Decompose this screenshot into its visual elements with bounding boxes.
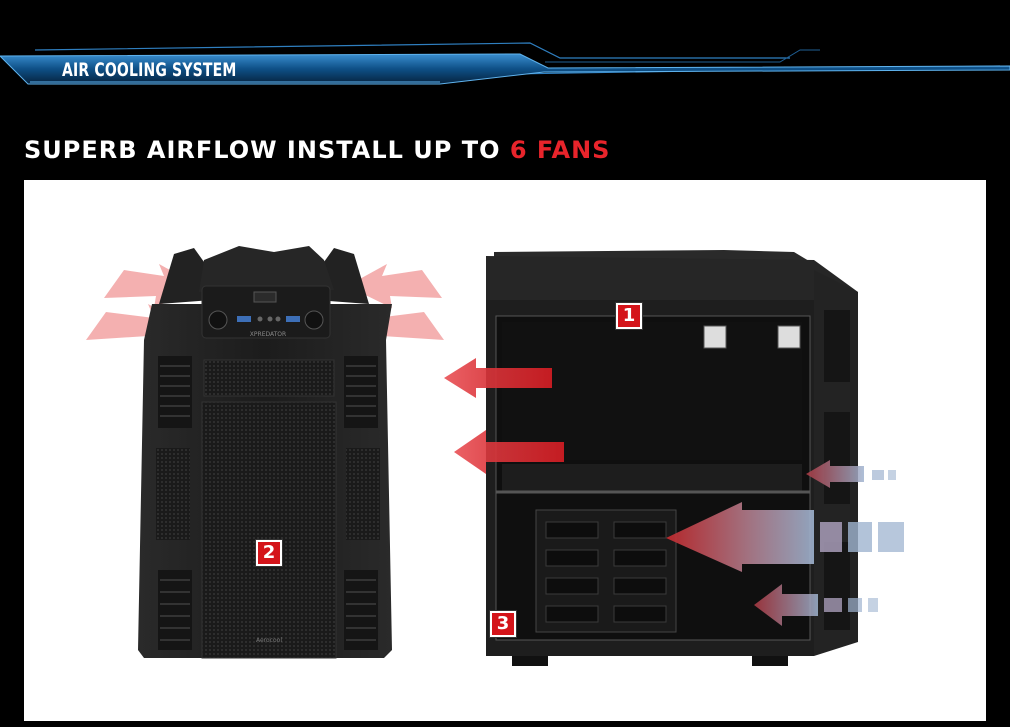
fan-position-badge-2: 2 bbox=[256, 540, 282, 566]
header-banner bbox=[0, 42, 1010, 85]
headline: SUPERB AIRFLOW INSTALL UP TO 6 FANS bbox=[24, 136, 610, 164]
front-model-text: XPREDATOR bbox=[250, 331, 286, 338]
front-logo-text: Aerocool bbox=[256, 637, 282, 644]
headline-accent: 6 FANS bbox=[509, 136, 611, 164]
product-photo-panel: XPREDATOR bbox=[24, 180, 986, 721]
side-case bbox=[444, 250, 904, 666]
front-case: XPREDATOR bbox=[86, 246, 444, 659]
headline-text: SUPERB AIRFLOW INSTALL UP TO bbox=[24, 136, 510, 164]
fan-position-badge-3: 3 bbox=[490, 611, 516, 637]
section-title: AIR COOLING SYSTEM bbox=[62, 59, 237, 81]
product-illustration: XPREDATOR bbox=[86, 246, 904, 666]
fan-position-badge-1: 1 bbox=[616, 303, 642, 329]
